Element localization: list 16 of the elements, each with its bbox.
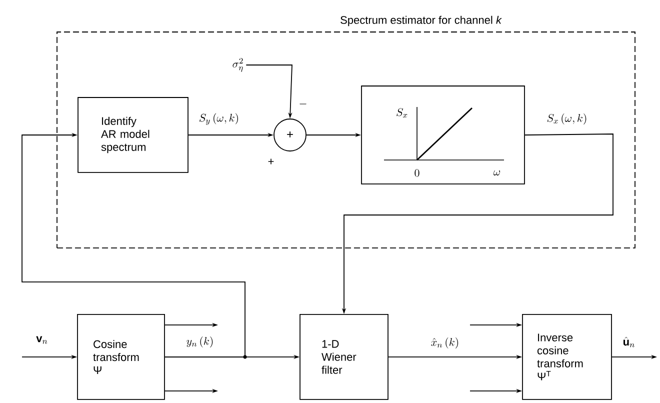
process-box: 1-D Wiener filter	[300, 314, 388, 400]
edge-label: $\hat{\mathbf{u}}_n$	[624, 336, 634, 348]
process-box: Cosine transform Ψ	[77, 314, 165, 400]
edge-label: $\hat{x}_n\,(k)$	[431, 338, 458, 348]
edge-label: $\mathbf{v}_n$	[36, 336, 48, 344]
process-box: Inverse cosine transform Ψ$^{T}$	[522, 314, 612, 400]
edge-label: $S_y\,(\omega, k)$	[200, 113, 238, 125]
edge-label: $y_n\,(k)$	[186, 336, 213, 348]
arrow	[22, 132, 246, 358]
summing-junction: +	[274, 118, 306, 152]
node-label: Spectrum estimator for channel k	[340, 16, 502, 26]
process-box: Identify AR model spectrum	[78, 97, 188, 173]
graph-box: $S_x$ $0$ $\omega$	[361, 86, 525, 184]
sign-label: +	[268, 158, 274, 164]
edge-label: $S_x\,(\omega, k)$	[547, 114, 586, 124]
input-label: $\sigma_\eta^2$	[232, 58, 243, 72]
